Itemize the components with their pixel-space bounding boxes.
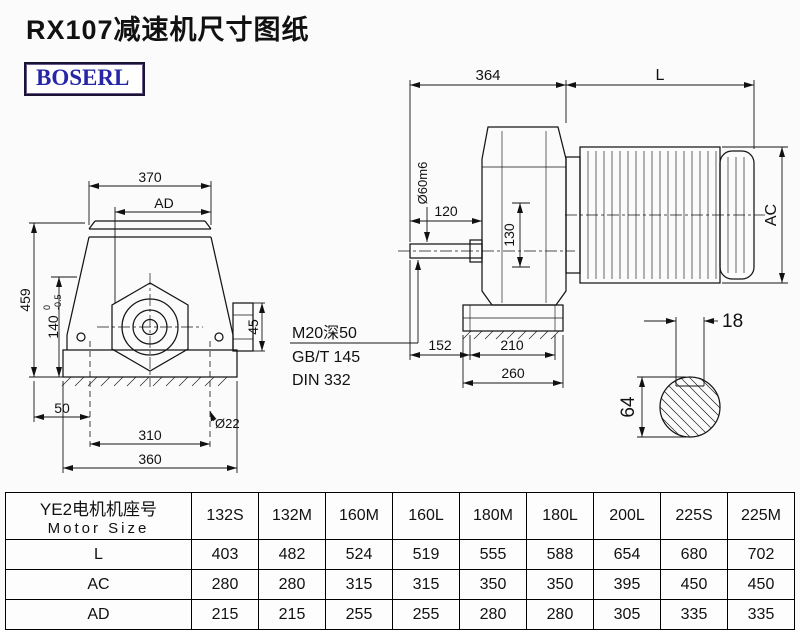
table-cell: 315	[392, 569, 460, 600]
table-cell: 395	[593, 569, 661, 600]
shaft-end-view: 18 64	[618, 311, 743, 438]
row-label: AD	[5, 599, 192, 630]
side-view-drawing: 364 L AC Ø60m6 120 130 M20深50 GB/T 145 D…	[290, 67, 788, 438]
table-cell: 654	[593, 539, 661, 570]
dim-140-label: 140	[45, 315, 61, 339]
dim-50-label: 50	[54, 400, 70, 416]
dim-140-tol-lower: -0.5	[53, 294, 63, 310]
table-cell: 280	[526, 599, 594, 630]
table-cell: 450	[660, 569, 728, 600]
table-cell: 305	[593, 599, 661, 630]
dim-hole-dia-label: Ø22	[215, 416, 240, 431]
table-col-header: 180M	[459, 492, 527, 540]
motor-size-table: YE2电机机座号 Motor Size 132S 132M 160M 160L …	[5, 492, 795, 630]
side-dimensions: 364 L AC Ø60m6 120 130 M20深50 GB/T 145 D…	[290, 67, 788, 389]
table-cell: 280	[258, 569, 326, 600]
dim-140-tol-upper: 0	[42, 305, 52, 310]
table-cell: 519	[392, 539, 460, 570]
table-cell: 280	[459, 599, 527, 630]
table-cell: 215	[191, 599, 259, 630]
dim-l-label: L	[656, 67, 665, 84]
motor-size-header-cn: YE2电机机座号	[39, 500, 158, 519]
table-cell: 524	[325, 539, 393, 570]
table-col-header: 225S	[660, 492, 728, 540]
dim-152-label: 152	[428, 337, 452, 353]
dim-370-label: 370	[138, 169, 162, 185]
standard-din-label: DIN 332	[292, 372, 351, 389]
table-col-header: 132S	[191, 492, 259, 540]
gear-housing	[398, 126, 581, 340]
standard-gbt-label: GB/T 145	[292, 349, 360, 366]
section-hatch	[660, 377, 720, 437]
table-col-header: 160M	[325, 492, 393, 540]
table-cell: 350	[459, 569, 527, 600]
table-cell: 255	[325, 599, 393, 630]
table-cell: 588	[526, 539, 594, 570]
table-cell: 403	[191, 539, 259, 570]
table-col-header: 225M	[727, 492, 795, 540]
table-cell: 280	[191, 569, 259, 600]
table-col-header: 160L	[392, 492, 460, 540]
table-cell: 450	[727, 569, 795, 600]
side-flange-block	[232, 302, 254, 352]
page-title: RX107减速机尺寸图纸	[26, 15, 310, 45]
dim-310-label: 310	[138, 427, 162, 443]
dim-210-label: 210	[500, 337, 524, 353]
dim-ac-label: AC	[763, 204, 780, 226]
front-view-drawing: 370 AD 459 140 0 -0.5 45 50 310 360 Ø22	[17, 169, 265, 473]
dim-64-label: 64	[618, 396, 639, 418]
row-label: L	[5, 539, 192, 570]
table-cell: 255	[392, 599, 460, 630]
dim-120-label: 120	[434, 203, 458, 219]
table-cell: 555	[459, 539, 527, 570]
table-cell: 680	[660, 539, 728, 570]
table-cell: 482	[258, 539, 326, 570]
front-body-outline	[61, 220, 254, 450]
ground-hatch	[61, 376, 228, 387]
dim-130-label: 130	[501, 223, 517, 247]
dim-18-label: 18	[722, 311, 743, 332]
flange-hexagon	[111, 282, 189, 372]
brand-logo: BOSERL	[24, 62, 146, 96]
table-cell: 350	[526, 569, 594, 600]
motor-body	[565, 146, 765, 284]
table-row: AC 280 280 315 315 350 350 395 450 450	[5, 569, 795, 600]
table-cell: 702	[727, 539, 795, 570]
table-col-header: 200L	[593, 492, 661, 540]
motor-size-header: YE2电机机座号 Motor Size	[5, 492, 192, 540]
dim-459-label: 459	[17, 288, 33, 312]
table-cell: 335	[727, 599, 795, 630]
thread-spec-label: M20深50	[292, 324, 357, 342]
table-cell: 215	[258, 599, 326, 630]
table-row: AD 215 215 255 255 280 280 305 335 335	[5, 599, 795, 630]
row-label: AC	[5, 569, 192, 600]
dim-ad-label: AD	[154, 195, 173, 211]
motor-size-header-en: Motor Size	[47, 520, 150, 537]
table-row: L 403 482 524 519 555 588 654 680 702	[5, 539, 795, 570]
dim-364-label: 364	[475, 67, 500, 84]
table-cell: 315	[325, 569, 393, 600]
dim-45-label: 45	[245, 319, 261, 335]
table-col-header: 180L	[526, 492, 594, 540]
dim-260-label: 260	[501, 365, 525, 381]
dim-shaft-dia-label: Ø60m6	[415, 162, 430, 205]
table-cell: 335	[660, 599, 728, 630]
dim-360-label: 360	[138, 451, 162, 467]
table-col-header: 132M	[258, 492, 326, 540]
front-dimensions: 370 AD 459 140 0 -0.5 45 50 310 360 Ø22	[17, 169, 265, 473]
